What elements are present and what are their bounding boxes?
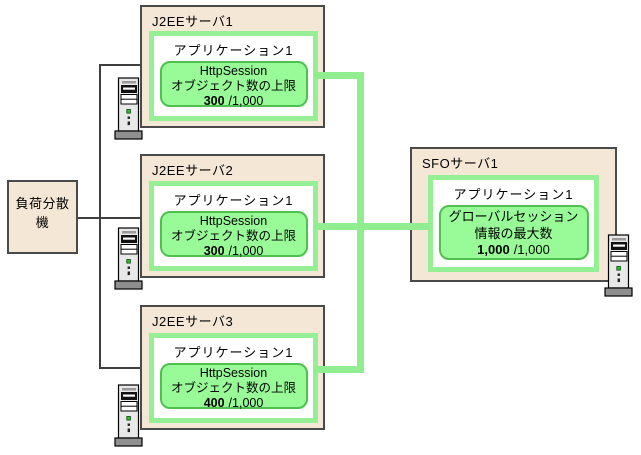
server-tower-icon xyxy=(114,227,143,290)
global-session-max-box: グローバルセッション 情報の最大数 1,000/1,000 xyxy=(438,205,589,260)
metric-value: 300 xyxy=(203,244,225,258)
application-label: アプリケーション1 xyxy=(173,43,294,58)
load-balancer-label: 負荷分散機 xyxy=(15,196,70,230)
green-link-server2-to-sfo xyxy=(314,223,430,230)
j2ee-server2-application-box: アプリケーション1 HttpSession オブジェクト数の上限 300/1,0… xyxy=(149,181,318,271)
load-balancer-box: 負荷分散機 xyxy=(7,180,78,254)
server-tower-icon xyxy=(114,384,143,447)
connector-branch-server1 xyxy=(99,64,141,66)
server-tower-icon xyxy=(114,77,143,140)
metric-capacity: /1,000 xyxy=(228,244,264,258)
sfo-server-title: SFOサーバ1 xyxy=(422,156,499,171)
server-tower-icon xyxy=(604,234,633,297)
metric-line1: HttpSession xyxy=(199,64,268,78)
metric-value: 1,000 xyxy=(477,242,510,257)
metric-line1: グローバルセッション xyxy=(448,209,579,224)
j2ee-server1-title: J2EEサーバ1 xyxy=(152,14,234,29)
metric-value-row: 1,000/1,000 xyxy=(441,242,587,259)
metric-value: 400 xyxy=(203,396,225,410)
j2ee-server2-title: J2EEサーバ2 xyxy=(152,163,234,178)
green-link-trunk xyxy=(357,72,364,373)
metric-line1: HttpSession xyxy=(199,366,268,380)
j2ee-server3-box: J2EEサーバ3 アプリケーション1 HttpSession オブジェクト数の上… xyxy=(140,305,325,430)
metric-capacity: /1,000 xyxy=(228,396,264,410)
connector-trunk-vertical xyxy=(99,64,101,369)
metric-line2: 情報の最大数 xyxy=(474,225,553,241)
application-label: アプリケーション1 xyxy=(173,345,294,360)
metric-line2: オブジェクト数の上限 xyxy=(170,229,296,243)
metric-value-row: 300/1,000 xyxy=(162,94,306,109)
green-link-server3 xyxy=(314,366,364,373)
metric-capacity: /1,000 xyxy=(228,94,264,108)
j2ee-server1-box: J2EEサーバ1 アプリケーション1 HttpSession オブジェクト数の上… xyxy=(140,5,325,128)
sfo-application-box: アプリケーション1 グローバルセッション 情報の最大数 1,000/1,000 xyxy=(428,175,599,272)
j2ee-server3-application-box: アプリケーション1 HttpSession オブジェクト数の上限 400/1,0… xyxy=(149,333,318,423)
j2ee-server2-box: J2EEサーバ2 アプリケーション1 HttpSession オブジェクト数の上… xyxy=(140,154,325,278)
sfo-server-box: SFOサーバ1 アプリケーション1 グローバルセッション 情報の最大数 1,00… xyxy=(410,147,617,282)
metric-value-row: 400/1,000 xyxy=(162,396,306,411)
connector-lb-to-server2 xyxy=(77,217,141,219)
application-label: アプリケーション1 xyxy=(453,187,574,202)
metric-line2: オブジェクト数の上限 xyxy=(170,79,296,93)
metric-capacity: /1,000 xyxy=(513,242,550,257)
metric-value-row: 300/1,000 xyxy=(162,244,306,259)
http-session-limit-box: HttpSession オブジェクト数の上限 300/1,000 xyxy=(159,61,308,109)
metric-line2: オブジェクト数の上限 xyxy=(170,381,296,395)
application-label: アプリケーション1 xyxy=(173,193,294,208)
connector-branch-server3 xyxy=(99,367,141,369)
http-session-limit-box: HttpSession オブジェクト数の上限 300/1,000 xyxy=(159,211,308,259)
metric-line1: HttpSession xyxy=(199,214,268,228)
http-session-limit-box: HttpSession オブジェクト数の上限 400/1,000 xyxy=(159,363,308,411)
green-link-server1 xyxy=(314,72,364,79)
metric-value: 300 xyxy=(203,94,225,108)
j2ee-server3-title: J2EEサーバ3 xyxy=(152,314,234,329)
j2ee-server1-application-box: アプリケーション1 HttpSession オブジェクト数の上限 300/1,0… xyxy=(149,31,318,121)
